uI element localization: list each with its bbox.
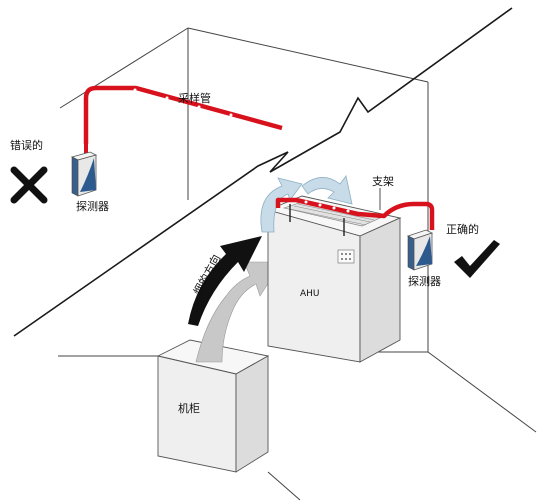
sampling-hole xyxy=(229,113,233,117)
sampling-hole xyxy=(318,203,322,207)
smoke-direction-arrow xyxy=(188,236,262,326)
sampling-pipe-wrong xyxy=(83,85,283,144)
correct-label: 正确的 xyxy=(446,222,479,236)
sampling-hole xyxy=(165,96,169,100)
detector-left-label: 探测器 xyxy=(76,200,109,213)
ahu-label: AHU xyxy=(300,289,320,299)
detector-right-label: 探测器 xyxy=(408,275,441,288)
detector-correct xyxy=(406,229,434,271)
wrong-label: 错误的 xyxy=(10,138,43,152)
bracket xyxy=(289,204,345,236)
ahu-box xyxy=(266,195,402,363)
divider-line xyxy=(13,7,513,337)
sampling-hole xyxy=(346,209,350,213)
sampling-hole xyxy=(197,105,201,109)
check-icon xyxy=(454,240,500,278)
sampling-pipe-label: 采样管 xyxy=(178,91,211,105)
sampling-hole xyxy=(304,200,308,204)
sampling-hole xyxy=(133,88,137,92)
cabinet-label: 机柜 xyxy=(178,401,200,415)
room-outline xyxy=(58,27,537,501)
sampling-pipe-correct xyxy=(275,197,435,230)
sampling-hole xyxy=(332,206,336,210)
airflow-arrows xyxy=(260,175,353,233)
bracket-label: 支架 xyxy=(372,175,394,188)
cross-icon xyxy=(10,166,48,204)
detector-wrong xyxy=(70,144,98,197)
